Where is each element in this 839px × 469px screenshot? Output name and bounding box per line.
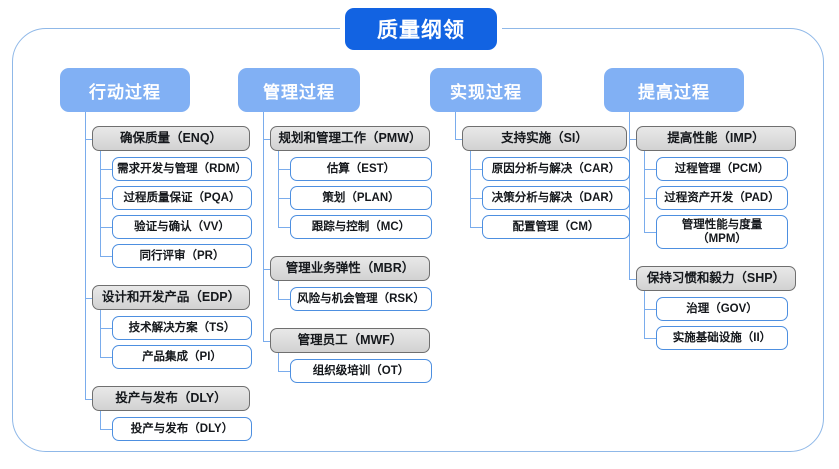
connector-group-stub <box>629 138 636 140</box>
connector-group-trunk <box>470 151 472 227</box>
connector-leaf-stub <box>100 169 112 171</box>
connector-group-stub <box>85 138 92 140</box>
leaf-node[interactable]: 投产与发布（DLY） <box>112 417 252 441</box>
connector-leaf-stub <box>278 227 290 229</box>
connector-group-trunk <box>100 151 102 256</box>
connector-leaf-stub <box>644 338 656 340</box>
connector-leaf-stub <box>644 232 656 234</box>
connector-leaf-stub <box>278 371 290 373</box>
group-node[interactable]: 管理业务弹性（MBR） <box>270 256 430 281</box>
leaf-node[interactable]: 产品集成（PI） <box>112 345 252 369</box>
connector-group-trunk <box>278 151 280 227</box>
connector-column-trunk <box>263 112 265 341</box>
connector-leaf-stub <box>100 357 112 359</box>
group-node[interactable]: 规划和管理工作（PMW） <box>270 126 430 151</box>
connector-group-stub <box>263 340 270 342</box>
leaf-node[interactable]: 过程资产开发（PAD） <box>656 186 788 210</box>
leaf-node[interactable]: 过程质量保证（PQA） <box>112 186 252 210</box>
connector-leaf-stub <box>100 328 112 330</box>
connector-leaf-stub <box>100 227 112 229</box>
column-header-4[interactable]: 提高过程 <box>604 68 744 112</box>
connector-leaf-stub <box>470 227 482 229</box>
connector-column-trunk <box>455 112 457 139</box>
leaf-node[interactable]: 策划（PLAN） <box>290 186 432 210</box>
leaf-node-line: 管理性能与度量 <box>681 218 763 231</box>
leaf-node[interactable]: 技术解决方案（TS） <box>112 316 252 340</box>
connector-leaf-stub <box>644 309 656 311</box>
group-node[interactable]: 确保质量（ENQ） <box>92 126 250 151</box>
leaf-node[interactable]: 原因分析与解决（CAR） <box>482 157 630 181</box>
leaf-node[interactable]: 需求开发与管理（RDM） <box>112 157 252 181</box>
connector-group-stub <box>455 138 462 140</box>
leaf-node[interactable]: 风险与机会管理（RSK） <box>290 287 432 311</box>
leaf-node-line: （MPM） <box>697 233 747 245</box>
connector-group-trunk <box>644 291 646 338</box>
connector-leaf-stub <box>100 429 112 431</box>
connector-group-trunk <box>644 151 646 232</box>
connector-group-stub <box>263 138 270 140</box>
group-node[interactable]: 设计和开发产品（EDP） <box>92 285 250 310</box>
connector-column-trunk <box>85 112 87 399</box>
connector-group-trunk <box>278 281 280 299</box>
connector-leaf-stub <box>644 169 656 171</box>
leaf-node[interactable]: 跟踪与控制（MC） <box>290 215 432 239</box>
column-header-1[interactable]: 行动过程 <box>60 68 190 112</box>
connector-group-stub <box>85 297 92 299</box>
group-node[interactable]: 投产与发布（DLY） <box>92 386 250 411</box>
column-header-3[interactable]: 实现过程 <box>430 68 542 112</box>
leaf-node[interactable]: 配置管理（CM） <box>482 215 630 239</box>
connector-leaf-stub <box>100 198 112 200</box>
group-node[interactable]: 管理员工（MWF） <box>270 328 430 353</box>
group-node[interactable]: 支持实施（SI） <box>462 126 627 151</box>
leaf-node[interactable]: 治理（GOV） <box>656 297 788 321</box>
leaf-node[interactable]: 组织级培训（OT） <box>290 359 432 383</box>
leaf-node[interactable]: 决策分析与解决（DAR） <box>482 186 630 210</box>
leaf-node[interactable]: 过程管理（PCM） <box>656 157 788 181</box>
leaf-node[interactable]: 估算（EST） <box>290 157 432 181</box>
connector-leaf-stub <box>470 198 482 200</box>
leaf-node[interactable]: 验证与确认（VV） <box>112 215 252 239</box>
leaf-node[interactable]: 管理性能与度量 （MPM） <box>656 215 788 249</box>
leaf-node[interactable]: 实施基础设施（II） <box>656 326 788 350</box>
connector-leaf-stub <box>278 198 290 200</box>
leaf-node[interactable]: 同行评审（PR） <box>112 244 252 268</box>
column-header-2[interactable]: 管理过程 <box>238 68 360 112</box>
connector-group-trunk <box>100 411 102 429</box>
connector-group-trunk <box>100 310 102 357</box>
connector-leaf-stub <box>278 169 290 171</box>
root-title: 质量纲领 <box>345 8 497 50</box>
connector-leaf-stub <box>278 299 290 301</box>
connector-group-trunk <box>278 353 280 371</box>
connector-group-stub <box>263 268 270 270</box>
connector-leaf-stub <box>100 256 112 258</box>
connector-group-stub <box>85 398 92 400</box>
group-node[interactable]: 保持习惯和毅力（SHP） <box>636 266 796 291</box>
connector-leaf-stub <box>470 169 482 171</box>
connector-leaf-stub <box>644 198 656 200</box>
connector-group-stub <box>629 278 636 280</box>
group-node[interactable]: 提高性能（IMP） <box>636 126 796 151</box>
